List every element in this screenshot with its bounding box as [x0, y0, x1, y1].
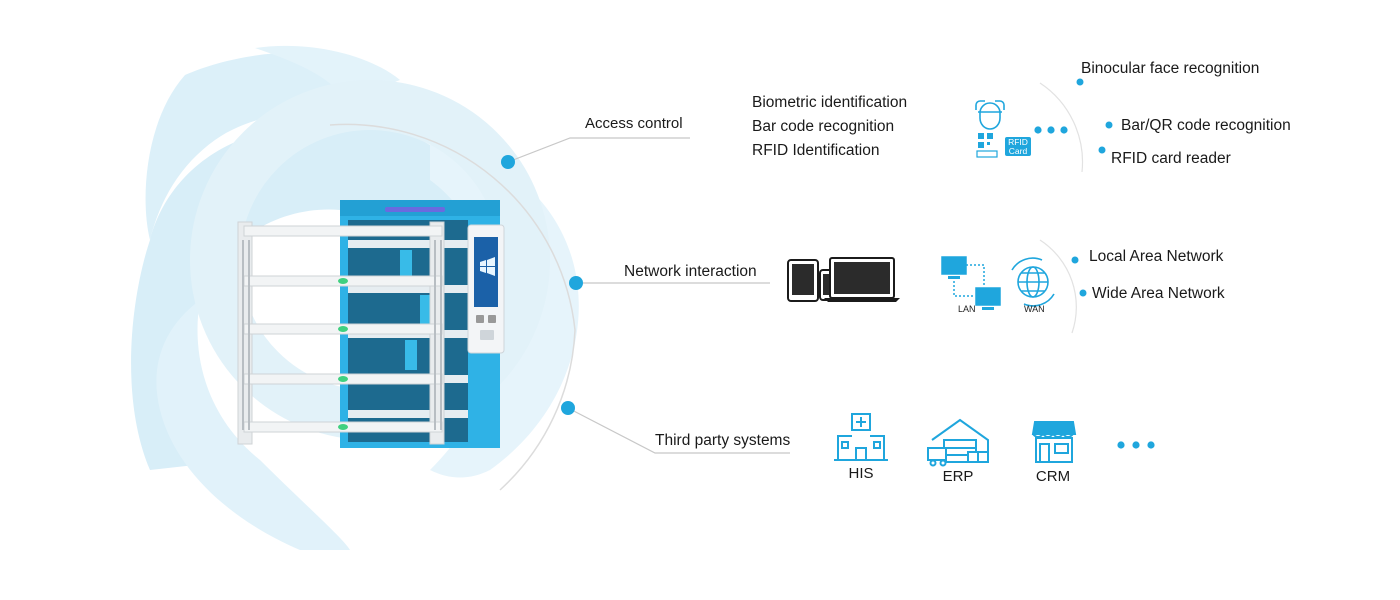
node-dot-network [569, 276, 583, 290]
option-wan: Wide Area Network [1092, 285, 1225, 302]
face-scan-icon [975, 100, 1005, 130]
label-access-control: Access control [585, 115, 683, 132]
option-rfid-reader: RFID card reader [1111, 150, 1231, 167]
smart-cabinet-illustration [237, 200, 505, 448]
option-binocular-face: Binocular face recognition [1081, 60, 1260, 77]
node-dot-third-party [561, 401, 575, 415]
system-crm-label: CRM [1035, 468, 1071, 485]
tablet-icon [787, 259, 819, 302]
rfid-card-icon [1005, 137, 1031, 156]
bullet-barqr [1105, 121, 1113, 129]
system-his-label: HIS [848, 465, 874, 482]
label-third-party: Third party systems [655, 432, 791, 449]
wan-globe-icon [1011, 257, 1055, 307]
main-arc [329, 123, 576, 491]
bullet-binocular [1076, 78, 1084, 86]
option-lan: Local Area Network [1089, 248, 1224, 265]
bullet-rfid-reader [1098, 146, 1106, 154]
warehouse-icon [927, 418, 989, 467]
wan-label: WAN [1024, 304, 1045, 314]
access-options-arc [1039, 82, 1084, 173]
method-barcode: Bar code recognition [752, 118, 895, 135]
network-options-arc [1039, 239, 1077, 334]
option-bar-qr: Bar/QR code recognition [1121, 117, 1291, 134]
system-erp-label: ERP [942, 468, 974, 485]
connector-lines [507, 137, 790, 454]
label-network-interaction: Network interaction [624, 263, 757, 280]
qr-code-icon [976, 133, 998, 158]
bullet-wan [1079, 289, 1087, 297]
node-dot-access-control [501, 155, 515, 169]
more-dots-systems [1117, 441, 1155, 449]
rfid-card-text: RFID Card [1008, 137, 1028, 156]
more-dots-access [1034, 126, 1068, 134]
laptop-icon [824, 257, 900, 302]
bullet-lan [1071, 256, 1079, 264]
connector-third-party [567, 407, 790, 454]
method-rfid: RFID Identification [752, 142, 880, 159]
access-methods-list: Biometric identification Bar code recogn… [752, 91, 907, 163]
method-biometric: Biometric identification [752, 94, 908, 111]
connector-access-control [507, 137, 690, 163]
lan-label: LAN [958, 304, 976, 314]
lan-icon [941, 256, 1001, 310]
store-icon [1031, 421, 1077, 463]
hospital-icon [834, 413, 888, 461]
